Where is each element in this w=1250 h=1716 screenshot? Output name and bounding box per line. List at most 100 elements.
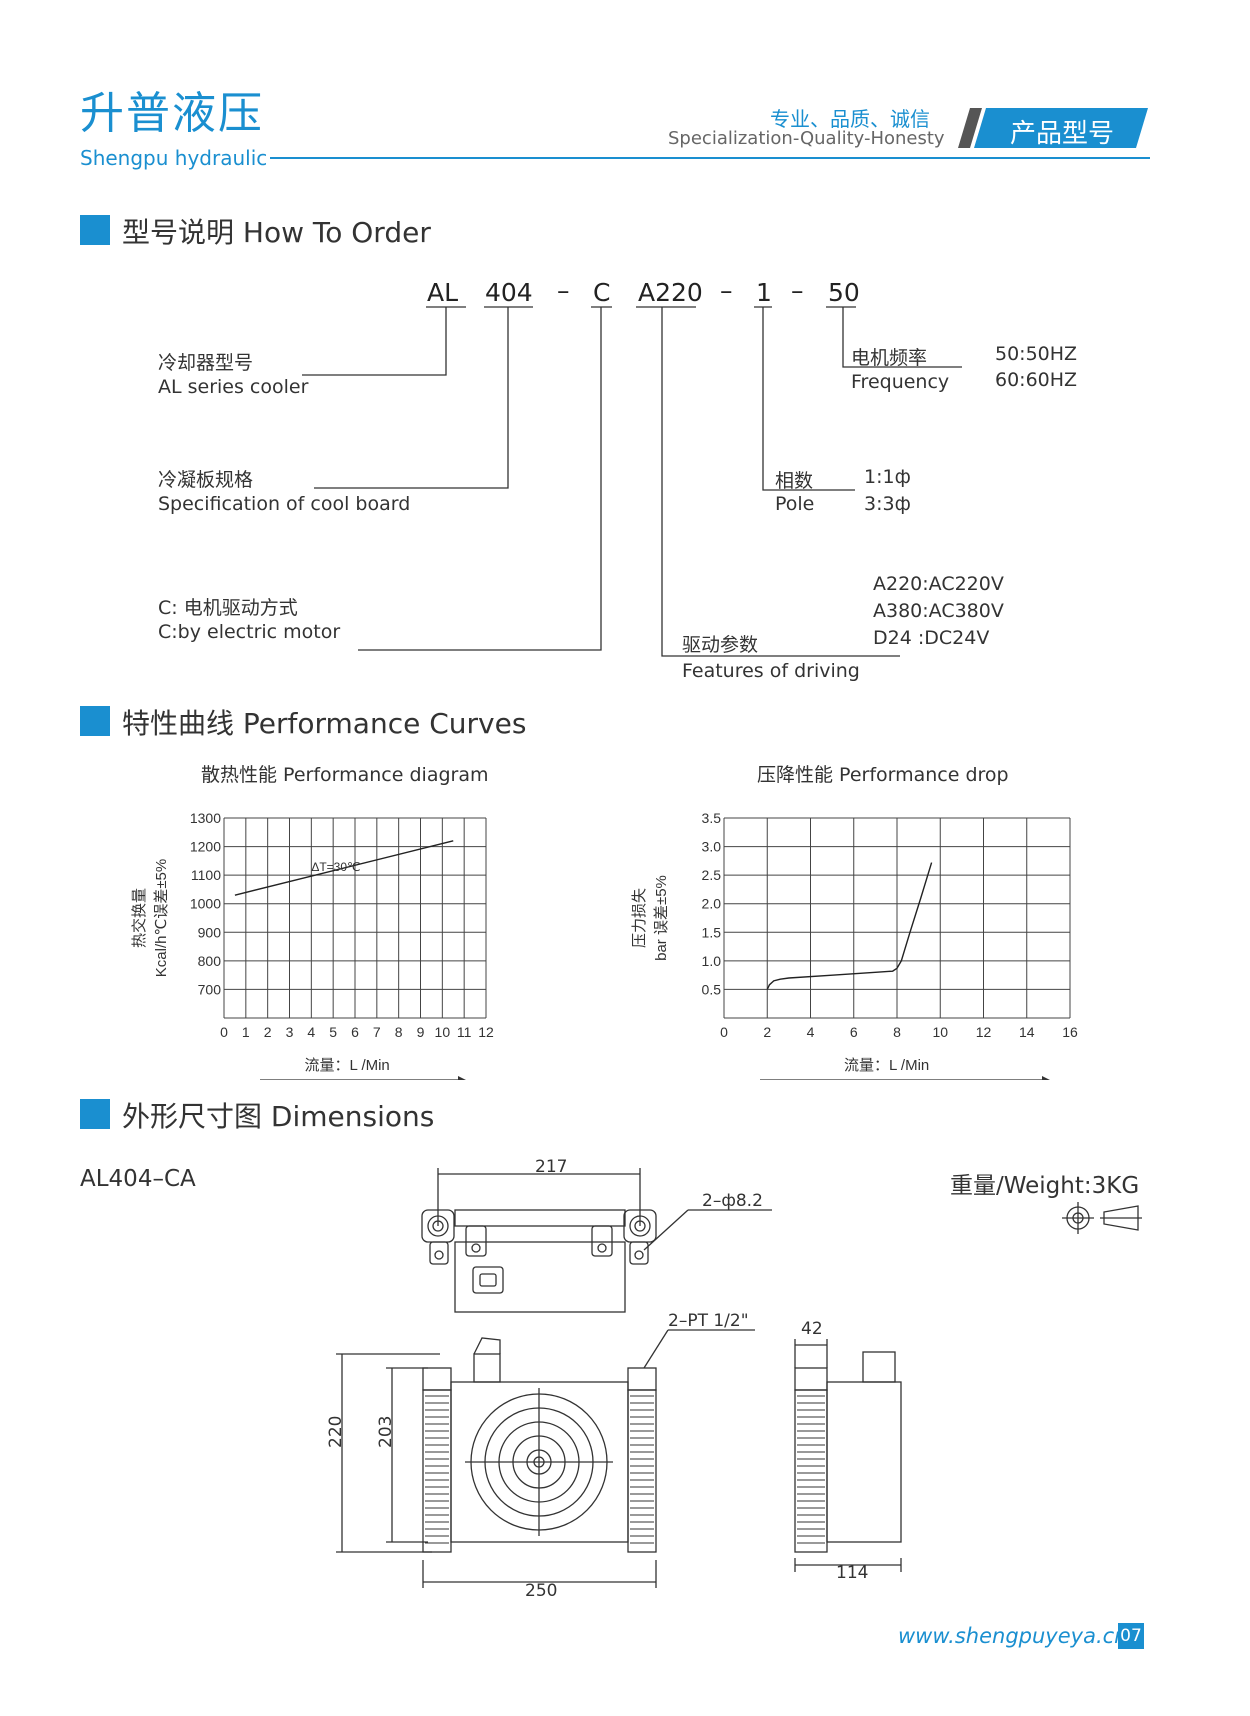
y-tick-label: 1200 (190, 839, 221, 855)
driving-label-en: Features of driving (682, 660, 860, 682)
section-marker (80, 215, 110, 245)
code-dash: – (791, 276, 804, 305)
section-title-order: 型号说明 How To Order (122, 216, 431, 249)
dimension-drawing (336, 1168, 1142, 1588)
x-tick-label: 2 (763, 1024, 771, 1040)
cooler-label-en: AL series cooler (158, 376, 309, 398)
y-axis-label-cn: 压力损失 (631, 888, 648, 948)
x-tick-label: 8 (893, 1024, 901, 1040)
x-tick-label: 4 (307, 1024, 315, 1040)
motor-label-en: C:by electric motor (158, 621, 341, 643)
curve-annotation: ΔT=30℃ (311, 860, 360, 874)
x-tick-label: 7 (373, 1024, 381, 1040)
chart2-title: 压降性能 Performance drop (757, 764, 1009, 786)
y-tick-label: 0.5 (702, 981, 722, 997)
y-tick-label: 1.5 (702, 924, 722, 940)
code-a220: A220 (638, 278, 703, 307)
y-axis-label-en: bar 误差±5% (653, 875, 670, 961)
dim-height-inner: 203 (376, 1415, 396, 1448)
frequency-label-cn: 电机频率 (851, 347, 928, 369)
page-number: 07 (1118, 1623, 1144, 1649)
x-tick-label: 5 (329, 1024, 337, 1040)
frequency-label-en: Frequency (851, 371, 950, 393)
series-line (234, 840, 454, 896)
x-tick-label: 10 (932, 1024, 948, 1040)
y-axis-label-en: Kcal/h℃误差±5% (153, 859, 170, 977)
x-tick-label: 10 (435, 1024, 451, 1040)
slogan-cn: 专业、品质、诚信 (770, 107, 930, 131)
x-axis-arrowhead (1042, 1076, 1050, 1080)
y-tick-label: 900 (198, 924, 222, 940)
frequency-option: 50:50HZ (995, 343, 1078, 365)
chart1-title: 散热性能 Performance diagram (201, 764, 489, 786)
y-tick-label: 3.5 (702, 810, 722, 826)
slogan-en: Specialization-Quality-Honesty (668, 128, 945, 149)
dim-side-top: 42 (801, 1319, 823, 1339)
section-marker (80, 1099, 110, 1129)
x-tick-label: 2 (264, 1024, 272, 1040)
code-dash: – (720, 276, 733, 305)
driving-option: A380:AC380V (873, 600, 1004, 622)
y-tick-label: 1100 (191, 867, 221, 883)
dim-top-width: 217 (535, 1157, 568, 1177)
pole-label-cn: 相数 (775, 470, 814, 492)
side-view (794, 1339, 902, 1572)
x-tick-label: 14 (1019, 1024, 1035, 1040)
code-dash: – (557, 276, 570, 305)
code-c: C (593, 278, 611, 307)
order-leader-lines (302, 306, 962, 657)
code-404: 404 (485, 278, 533, 307)
y-axis-label-cn: 热交换量 (130, 888, 148, 948)
series-line (766, 862, 933, 990)
driving-label-cn: 驱动参数 (682, 634, 759, 656)
y-tick-label: 3.0 (702, 839, 722, 855)
dim-ports: 2–PT 1/2" (668, 1311, 749, 1331)
code-1: 1 (756, 278, 772, 307)
pole-label-en: Pole (775, 493, 815, 515)
x-tick-label: 12 (478, 1024, 494, 1040)
y-tick-label: 1.0 (702, 953, 722, 969)
x-tick-label: 12 (976, 1024, 992, 1040)
code-al: AL (427, 278, 459, 307)
y-tick-label: 2.5 (702, 867, 722, 883)
brand-name-en: Shengpu hydraulic (80, 146, 268, 170)
y-tick-label: 800 (198, 953, 222, 969)
pole-option: 1:1ф (864, 466, 911, 488)
x-tick-label: 16 (1062, 1024, 1078, 1040)
x-tick-label: 9 (417, 1024, 425, 1040)
x-tick-label: 4 (807, 1024, 815, 1040)
projection-symbol-icon (1062, 1202, 1142, 1234)
x-axis-arrowhead (458, 1076, 466, 1080)
pole-option: 3:3ф (864, 493, 911, 515)
x-tick-label: 11 (457, 1024, 472, 1040)
fin-lines (425, 1395, 825, 1544)
x-tick-label: 1 (242, 1024, 250, 1040)
model-label: AL404–CA (80, 1166, 196, 1192)
motor-label-cn: C: 电机驱动方式 (158, 597, 298, 619)
section-title-dimensions: 外形尺寸图 Dimensions (122, 1100, 435, 1133)
tag-banner (958, 108, 1148, 148)
x-axis-label: 流量：L /Min (304, 1057, 389, 1074)
board-label-cn: 冷凝板规格 (158, 469, 254, 491)
x-tick-label: 3 (286, 1024, 294, 1040)
y-tick-label: 700 (198, 981, 222, 997)
tag-text: 产品型号 (1010, 119, 1115, 149)
footer-url[interactable]: www.shengpuyeya.cn (898, 1624, 1128, 1648)
dim-width: 250 (525, 1581, 558, 1601)
x-tick-label: 0 (720, 1024, 728, 1040)
x-tick-label: 0 (220, 1024, 228, 1040)
driving-option: A220:AC220V (873, 573, 1004, 595)
section-marker (80, 706, 110, 736)
x-tick-label: 8 (395, 1024, 403, 1040)
dim-side-bottom: 114 (836, 1563, 869, 1583)
y-tick-label: 1000 (190, 896, 221, 912)
x-tick-label: 6 (351, 1024, 359, 1040)
top-view (421, 1168, 772, 1313)
board-label-en: Specification of cool board (158, 493, 411, 515)
x-axis-label: 流量：L /Min (844, 1057, 929, 1074)
cooler-label-cn: 冷却器型号 (158, 352, 254, 374)
section-title-curves: 特性曲线 Performance Curves (122, 707, 527, 740)
code-50: 50 (828, 278, 860, 307)
